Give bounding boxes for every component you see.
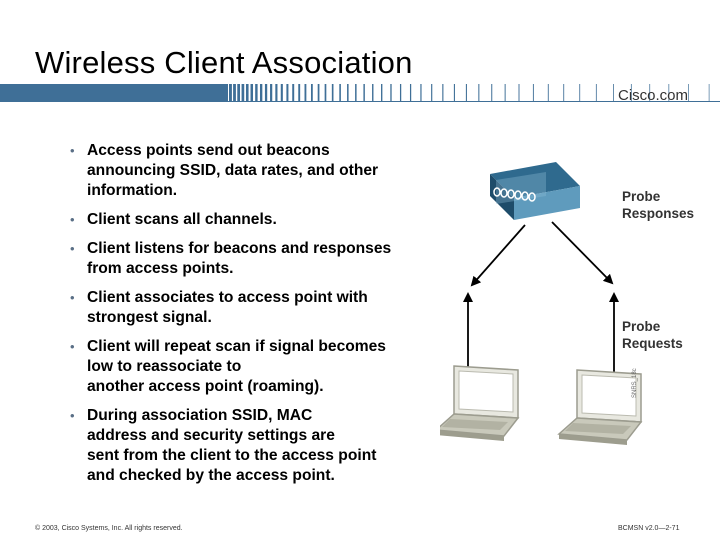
bullet-item: • During association SSID, MAC address an… xyxy=(70,406,445,486)
title-band xyxy=(0,84,720,102)
probe-responses-label: Probe Responses xyxy=(622,189,695,221)
access-point-icon xyxy=(490,162,580,220)
footer-course-code: BCMSN v2.0—2-71 xyxy=(618,525,680,532)
bullet-text: Client scans all channels. xyxy=(87,211,277,228)
slide-title: Wireless Client Association xyxy=(35,45,413,80)
laptop-icon xyxy=(434,365,520,441)
bullet-dot-icon: • xyxy=(70,339,75,354)
bullet-item: • Access points send out beacons announci… xyxy=(70,141,445,201)
association-diagram: Probe Responses Probe Requests xyxy=(434,160,720,460)
probe-requests-label: Probe Requests xyxy=(622,319,683,351)
laptop-icon xyxy=(557,369,643,445)
footer-copyright: © 2003, Cisco Systems, Inc. All rights r… xyxy=(35,525,183,532)
bullet-text: Client listens for beacons and responses… xyxy=(87,240,392,277)
bullet-item: • Client will repeat scan if signal becom… xyxy=(70,337,445,397)
figure-id: SNRS_18c xyxy=(632,368,638,398)
bullet-item: • Client associates to access point with … xyxy=(70,288,445,328)
bullet-text: Access points send out beacons announcin… xyxy=(87,142,379,199)
bullet-dot-icon: • xyxy=(70,143,75,158)
bullet-item: • Client scans all channels. xyxy=(70,210,445,230)
bullet-dot-icon: • xyxy=(70,241,75,256)
probe-arrow-left xyxy=(470,224,526,287)
bullet-dot-icon: • xyxy=(70,290,75,305)
bullet-text: During association SSID, MAC address and… xyxy=(87,407,377,484)
diagram-graphic xyxy=(434,162,643,445)
probe-arrow-right xyxy=(551,221,614,285)
bullet-dot-icon: • xyxy=(70,212,75,227)
bullet-item: • Client listens for beacons and response… xyxy=(70,239,445,279)
bullet-text: Client associates to access point with s… xyxy=(87,289,368,326)
bullet-text: Client will repeat scan if signal become… xyxy=(87,338,386,395)
cisco-logo-text: Cisco.com xyxy=(618,87,689,104)
bullet-dot-icon: • xyxy=(70,408,75,423)
bullet-list: • Access points send out beacons announci… xyxy=(70,141,445,495)
